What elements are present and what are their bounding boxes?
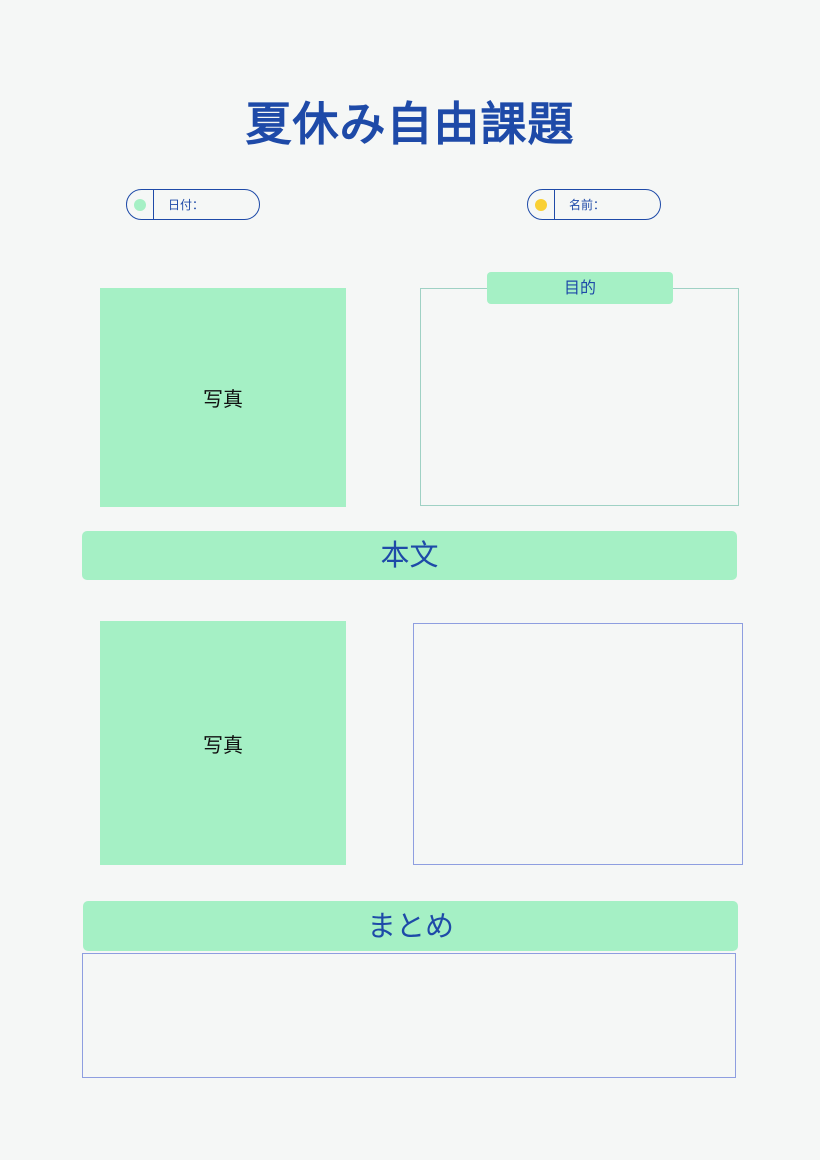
date-field[interactable]: 日付： — [126, 189, 260, 220]
date-label: 日付： — [168, 198, 205, 212]
photo-placeholder-2[interactable]: 写真 — [100, 621, 346, 865]
summary-text-box[interactable] — [82, 953, 736, 1078]
summary-section-heading: まとめ — [83, 901, 738, 951]
photo-label-1: 写真 — [203, 387, 243, 411]
date-dot-container — [127, 190, 154, 219]
page-title: 夏休み自由課題 — [245, 97, 575, 151]
purpose-heading: 目的 — [487, 272, 673, 304]
name-dot-container — [528, 190, 555, 219]
date-dot-icon — [134, 198, 146, 211]
body-text-box[interactable] — [413, 623, 743, 865]
photo-placeholder-1[interactable]: 写真 — [100, 288, 346, 507]
name-field[interactable]: 名前： — [527, 189, 661, 220]
name-label: 名前： — [569, 198, 606, 212]
body-section-heading: 本文 — [82, 531, 737, 580]
name-dot-icon — [535, 198, 547, 211]
photo-label-2: 写真 — [203, 732, 243, 757]
purpose-box[interactable] — [420, 288, 739, 506]
